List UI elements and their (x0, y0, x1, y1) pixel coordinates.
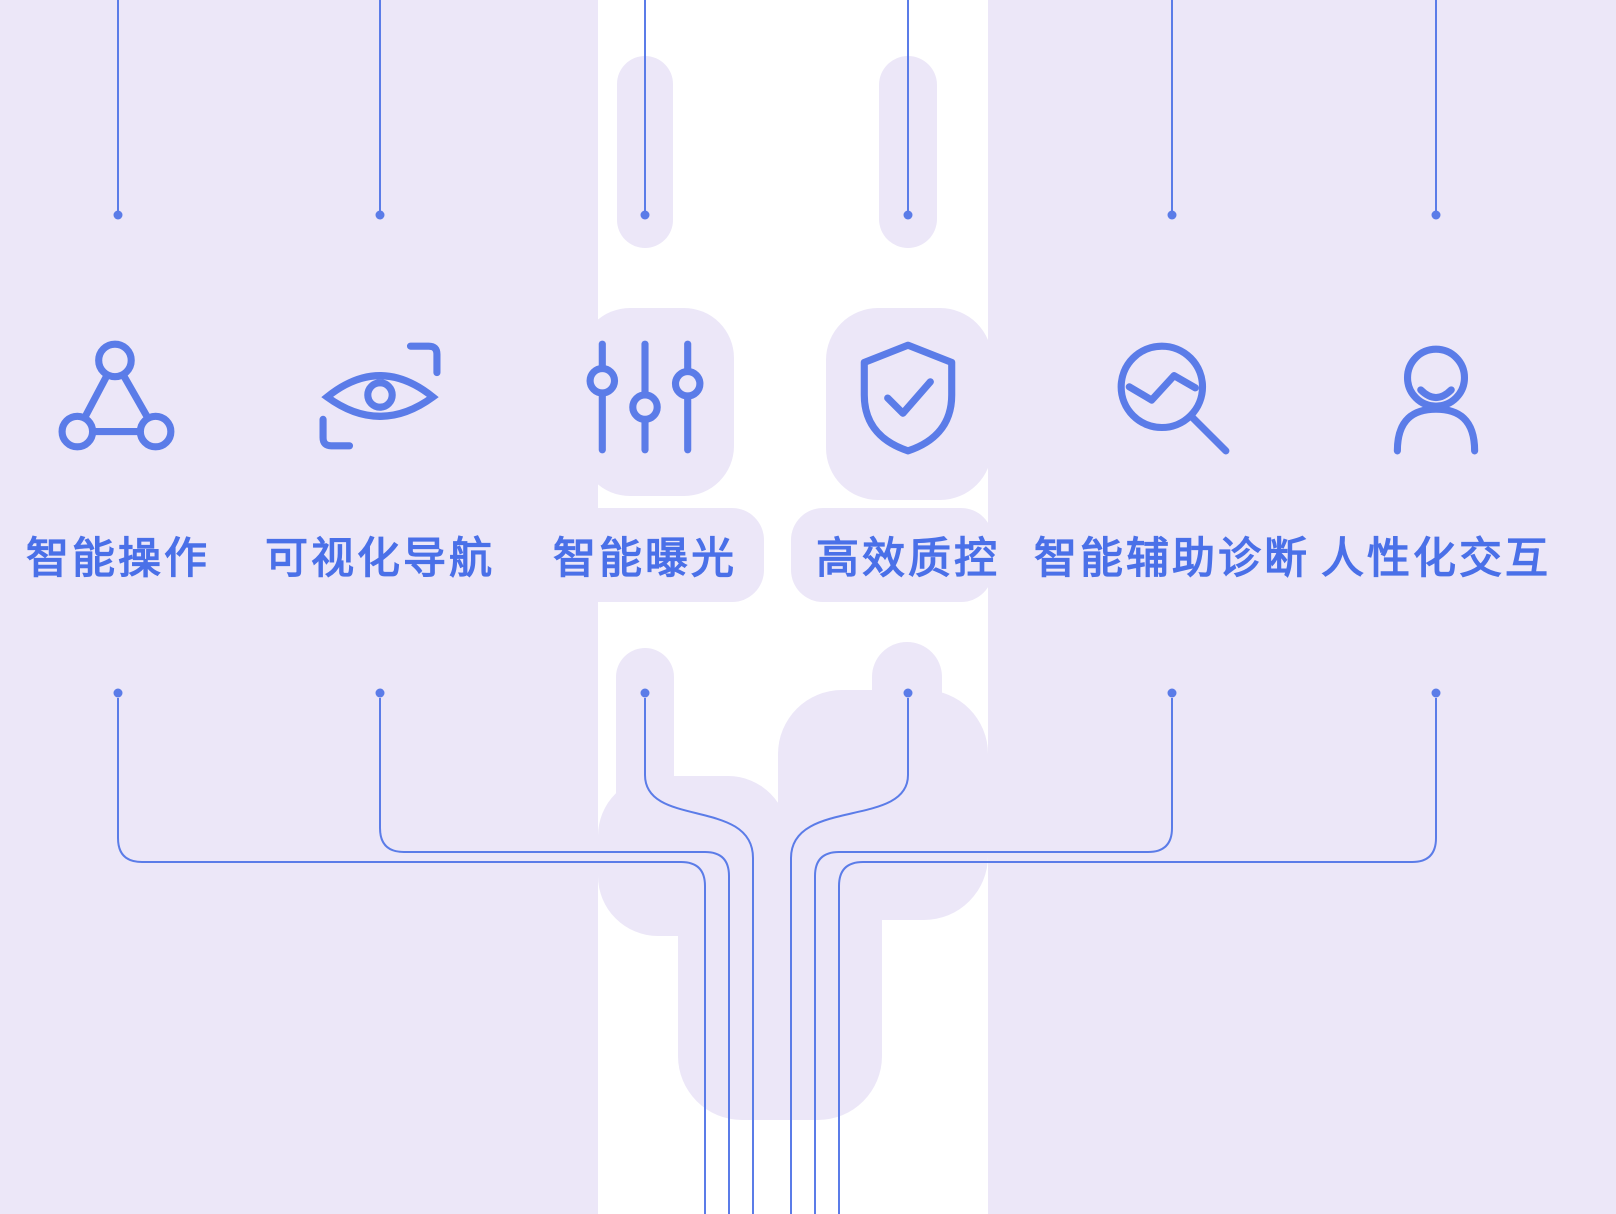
top-dots (113, 210, 1441, 220)
feature-item-assisted-diagnosis: 智能辅助诊断 (1034, 336, 1307, 586)
person-icon (1393, 345, 1479, 455)
sliders-exposure-icon (586, 340, 704, 454)
feature-label: 智能操作 (26, 535, 210, 583)
lavender-blobs (550, 56, 993, 1120)
feature-item-humanized-interaction: 人性化交互 (1314, 336, 1558, 586)
feature-item-smart-exposure: 智能曝光 (523, 336, 767, 586)
magnifier-pulse-icon (1117, 342, 1230, 455)
top-drop-lines (117, 0, 1437, 211)
bottom-dots (113, 688, 1441, 698)
feature-label: 智能曝光 (553, 535, 737, 583)
feature-label: 智能辅助诊断 (1034, 535, 1310, 583)
shield-check-icon (860, 341, 956, 455)
feature-label: 高效质控 (816, 535, 1000, 583)
feature-item-smart-operation: 智能操作 (0, 336, 240, 586)
converging-curves (117, 698, 1437, 1214)
network-nodes-icon (58, 340, 175, 451)
feature-item-visual-navigation: 可视化导航 (258, 336, 502, 586)
feature-label: 可视化导航 (265, 535, 495, 583)
eye-navigation-icon (319, 342, 441, 450)
feature-label: 人性化交互 (1321, 535, 1551, 583)
feature-item-quality-control: 高效质控 (786, 336, 1030, 586)
